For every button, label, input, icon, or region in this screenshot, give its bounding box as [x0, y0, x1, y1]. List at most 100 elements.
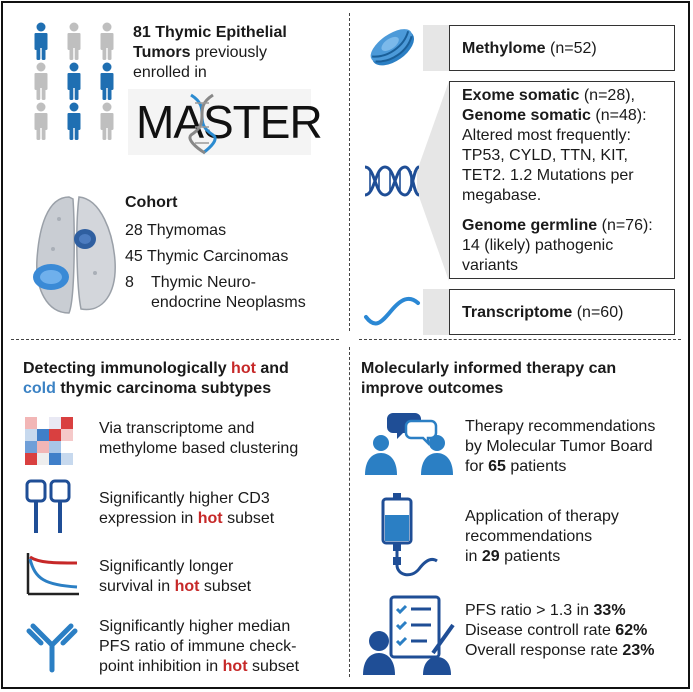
- outcome-orr-label: Overall response rate: [465, 642, 618, 659]
- genome-box: Exome somatic (n=28), Genome somatic (n=…: [449, 81, 675, 279]
- genome-connector: [417, 81, 449, 281]
- cohort-neuroendocrine-label: Thymic Neuro-: [151, 274, 256, 291]
- therapy-app-line-1: Application of therapy: [465, 508, 619, 525]
- outcome-pfs-value: 33%: [593, 602, 626, 619]
- tumors-enrolled: enrolled in: [133, 64, 207, 81]
- therapy-app-patients: patients: [504, 548, 561, 565]
- outcome-pfs: PFS ratio > 1.3 in 33%: [465, 601, 687, 621]
- exome-label: Exome somatic: [462, 87, 580, 104]
- immuno-item-survival: Significantly longer survival in hot sub…: [99, 557, 339, 597]
- transcriptome-label: Transcriptome: [462, 304, 573, 321]
- therapy-outcomes: PFS ratio > 1.3 in 33% Disease controll …: [465, 601, 687, 661]
- genome-somatic-count: (n=48):: [595, 107, 647, 124]
- therapy-title-line-1: Molecularly informed therapy can: [361, 360, 617, 377]
- patient-people-icon: [34, 22, 114, 140]
- immuno-title-cold: cold: [23, 380, 56, 397]
- genome-somatic-label: Genome somatic: [462, 107, 591, 124]
- therapy-rec-for: for: [465, 458, 484, 475]
- transcriptome-box: Transcriptome (n=60): [449, 289, 675, 335]
- immuno-item-clustering: Via transcriptome and methylome based cl…: [99, 419, 339, 459]
- immuno-item-4-line-2: PFS ratio of immune check-: [99, 638, 297, 655]
- outcome-pfs-label: PFS ratio > 1.3 in: [465, 602, 590, 619]
- exome-count: (n=28),: [583, 87, 635, 104]
- immuno-item-1-line-1: Via transcriptome and: [99, 420, 255, 437]
- divider-horizontal-left: [11, 339, 339, 340]
- cohort-neuroendocrine-count: 8: [125, 274, 134, 291]
- immuno-item-pfs: Significantly higher median PFS ratio of…: [99, 617, 343, 677]
- therapy-rec-patients: patients: [510, 458, 567, 475]
- therapy-recommendations: Therapy recommendations by Molecular Tum…: [465, 417, 687, 477]
- tumors-word: Tumors: [133, 44, 191, 61]
- germline-count: (n=76):: [601, 217, 653, 234]
- cohort-row-thymomas: 28 Thymomas: [125, 221, 226, 241]
- transcriptome-count: (n=60): [576, 304, 624, 321]
- divider-vertical-bottom: [349, 347, 350, 677]
- therapy-rec-line-2: by Molecular Tumor Board: [465, 438, 653, 455]
- immuno-item-2-line-2a: expression in: [99, 510, 194, 527]
- thymus-icon: [33, 196, 116, 314]
- methylome-box: Methylome (n=52): [449, 25, 675, 71]
- immuno-item-4-line-1: Significantly higher median: [99, 618, 291, 635]
- germline-text-1: 14 (likely) pathogenic: [462, 237, 614, 254]
- therapy-title-line-2: improve outcomes: [361, 380, 504, 397]
- immuno-item-3-line-2a: survival in: [99, 578, 171, 595]
- germline-text-2: variants: [462, 257, 519, 274]
- dna-helix-logo-icon: [188, 93, 217, 155]
- therapy-app-count: 29: [481, 548, 500, 565]
- iv-bag-icon: [381, 493, 438, 577]
- cohort-neuroendocrine-label-2: endocrine Neoplasms: [151, 294, 306, 311]
- therapy-title: Molecularly informed therapy can improve…: [361, 359, 681, 399]
- transcriptome-wave-icon: [364, 296, 420, 326]
- immuno-title: Detecting immunologically hot and cold t…: [23, 359, 343, 399]
- therapy-rec-line-1: Therapy recommendations: [465, 418, 656, 435]
- outcome-orr: Overall response rate 23%: [465, 641, 687, 661]
- master-logo: MASTER: [128, 89, 323, 155]
- cohort-row-neuroendocrine: 8 Thymic Neuro- endocrine Neoplasms: [125, 273, 345, 313]
- genome-text-2: TP53, CYLD, TTN, KIT,: [462, 147, 628, 164]
- transcriptome-connector: [423, 289, 451, 335]
- outcome-dcr-label: Disease controll rate: [465, 622, 611, 639]
- survival-curve-icon: [26, 553, 79, 596]
- immuno-item-4-line-3a: point inhibition in: [99, 658, 219, 675]
- therapy-app-in: in: [465, 548, 478, 565]
- outcome-dcr-value: 62%: [615, 622, 648, 639]
- antibody-icon: [26, 623, 78, 673]
- immuno-title-c: thymic carcinoma subtypes: [60, 380, 272, 397]
- therapy-application: Application of therapy recommendations i…: [465, 507, 687, 567]
- germline-label: Genome germline: [462, 217, 598, 234]
- immuno-item-2-line-1: Significantly higher CD3: [99, 490, 270, 507]
- methylome-label: Methylome: [462, 40, 546, 57]
- cohort-title: Cohort: [125, 194, 178, 211]
- cd3-receptor-icon: [25, 479, 71, 533]
- genome-text-4: megabase.: [462, 187, 542, 204]
- cohort-thymomas-label: Thymomas: [146, 222, 227, 239]
- genome-text-1: Altered most frequently:: [462, 127, 631, 144]
- cohort-carcinomas-label: Thymic Carcinomas: [146, 248, 289, 265]
- immuno-item-2-line-2b: subset: [227, 510, 275, 527]
- immuno-item-1-line-2: methylome based clustering: [99, 440, 299, 457]
- genome-text-3: TET2. 1.2 Mutations per: [462, 167, 634, 184]
- dna-icon: [364, 165, 420, 197]
- immuno-item-2-hot: hot: [197, 510, 223, 527]
- immuno-item-4-hot: hot: [222, 658, 248, 675]
- therapy-app-line-2: recommendations: [465, 528, 593, 545]
- divider-horizontal-right: [359, 339, 681, 340]
- outcome-checklist-icon: [363, 595, 455, 675]
- outcome-dcr: Disease controll rate 62%: [465, 621, 687, 641]
- divider-vertical-top: [349, 13, 350, 331]
- cohort-thymomas-count: 28: [125, 222, 143, 239]
- immuno-item-3-line-1: Significantly longer: [99, 558, 234, 575]
- cohort-carcinomas-count: 45: [125, 248, 143, 265]
- immuno-title-a: Detecting immunologically: [23, 360, 227, 377]
- methylome-icon: [370, 29, 415, 66]
- immuno-item-3-hot: hot: [174, 578, 200, 595]
- immuno-title-hot: hot: [231, 360, 256, 377]
- heatmap-icon: [25, 417, 73, 465]
- outcome-orr-value: 23%: [622, 642, 655, 659]
- methylome-connector: [423, 25, 451, 71]
- tumor-count: 81 Thymic Epithelial: [133, 24, 287, 41]
- tumors-previously: previously: [194, 44, 267, 61]
- immuno-item-4-line-3b: subset: [251, 658, 300, 675]
- cohort-row-carcinomas: 45 Thymic Carcinomas: [125, 247, 288, 267]
